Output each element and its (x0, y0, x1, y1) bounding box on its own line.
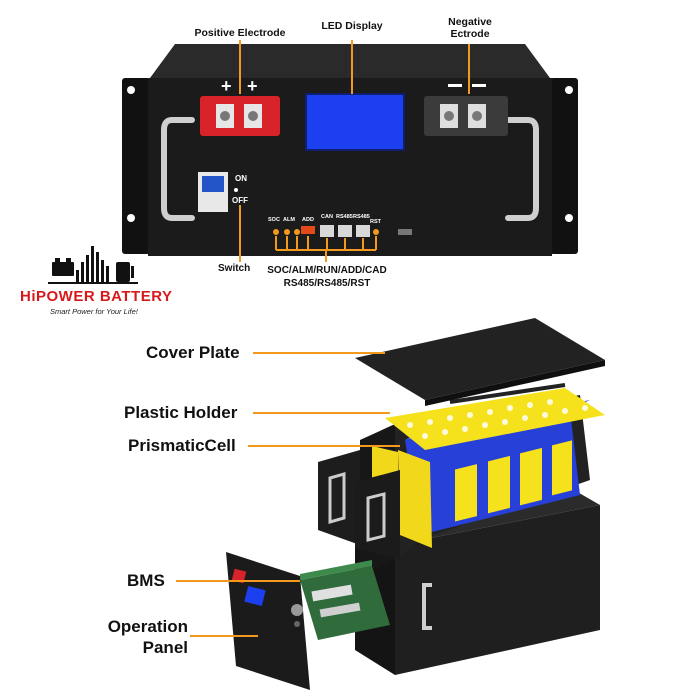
brand-tagline: Smart Power for Your Life! (50, 307, 138, 316)
port-label-soc: SOC (268, 217, 280, 223)
brand-name: HiPOWER BATTERY (20, 288, 173, 305)
ports-caption-line2: RS485/RS485/RST (283, 278, 371, 289)
port-label-rst: RST (370, 219, 381, 225)
plastic-holder (385, 383, 605, 450)
positive-terminal (200, 96, 280, 136)
off-label: OFF (232, 196, 248, 205)
plus-sign-1: + (221, 76, 232, 96)
led-display (305, 93, 405, 151)
callout-lines-top (239, 40, 470, 262)
bms-board (300, 560, 390, 640)
switch-label: Switch (218, 263, 251, 274)
front-brackets (318, 450, 400, 560)
rack-ear-left (122, 78, 150, 254)
port-label-add: ADD (302, 217, 314, 223)
prismatic-cell-label: PrismaticCell (128, 436, 236, 455)
negative-electrode-label: Negative Ectrode (448, 16, 492, 40)
chassis-top (150, 44, 550, 78)
plus-sign-2: + (247, 76, 258, 96)
breaker-switch (198, 172, 238, 212)
bms-label: BMS (127, 571, 165, 590)
positive-electrode-label: Positive Electrode (194, 27, 286, 39)
operation-panel-label-line2: Panel (142, 638, 188, 657)
minus-signs (448, 76, 490, 87)
ports-caption-line1: SOC/ALM/RUN/ADD/CAD (267, 265, 387, 276)
operation-panel (226, 552, 310, 690)
rack-ear-right (550, 78, 578, 254)
plastic-holder-label: Plastic Holder (124, 403, 238, 422)
led-display-label: LED Display (321, 20, 383, 32)
port-label-can: CAN (321, 214, 333, 220)
handle-right (505, 117, 539, 221)
on-label: ON (235, 174, 247, 183)
port-label-rs485-2: RS485 (353, 214, 370, 220)
handle-left (161, 117, 195, 221)
brand-logo-mark (48, 246, 138, 284)
port-label-alm: ALM (283, 217, 295, 223)
port-row (273, 225, 412, 237)
operation-panel-label-line1: Operation (107, 617, 188, 636)
callout-lines-bottom (176, 352, 400, 637)
port-label-rs485-1: RS485 (336, 214, 353, 220)
cover-plate-label: Cover Plate (146, 343, 240, 362)
negative-terminal (424, 96, 508, 136)
cover-plate (355, 318, 605, 406)
